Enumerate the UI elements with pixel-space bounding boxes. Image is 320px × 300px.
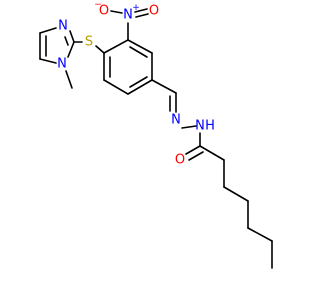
bond-ring-4-double xyxy=(129,76,148,88)
bond-ring-ch xyxy=(151,79,177,94)
bond-imid-n1-c5 xyxy=(39,58,57,64)
bond-n1-methyl xyxy=(65,70,73,89)
atom-nitro-o-minus: O xyxy=(99,4,109,19)
atom-imidazole-n1: N xyxy=(57,57,67,72)
atom-carbonyl-o: O xyxy=(175,153,185,168)
bond-carbonyl-o xyxy=(185,145,201,155)
atom-nitro-n: N xyxy=(123,8,133,23)
bond-nitro-o-minus xyxy=(110,10,123,14)
bond-imid-n3-c2-double xyxy=(64,36,69,46)
bond-ring-2-double xyxy=(129,46,148,58)
molecule-diagram: O − N + O S N N N N H O xyxy=(39,0,273,269)
atom-hydrazide-n: N xyxy=(195,119,205,134)
bond-imid-c4-n3 xyxy=(39,27,57,34)
structure-drawing: O − N + O S N N N N H O xyxy=(39,0,273,269)
bond-ring-1 xyxy=(103,39,129,54)
bond-nitro-o-double xyxy=(135,13,149,18)
bond-ring-4 xyxy=(127,79,153,95)
bond-imid-c2-n1 xyxy=(67,41,75,58)
bond-chain-5 xyxy=(247,227,273,242)
charge-nitro-n: + xyxy=(132,3,140,13)
charge-nitro-o-minus: − xyxy=(94,0,102,10)
bond-imid-n3-c2 xyxy=(69,30,75,43)
bond-nitro-o xyxy=(134,8,148,13)
atom-hydrazide-h: H xyxy=(205,119,215,134)
atom-imidazole-n3: N xyxy=(58,19,68,34)
bond-chain-3 xyxy=(223,186,249,202)
bond-n-nh xyxy=(181,125,197,129)
bond-ring-2 xyxy=(127,39,153,54)
atom-hydrazone-n: N xyxy=(171,113,181,128)
bond-ring-5 xyxy=(103,79,129,95)
bond-chain-1 xyxy=(199,145,225,161)
bond-s-aryl xyxy=(95,45,105,54)
bond-carbonyl-o-double xyxy=(188,151,204,161)
atom-thioether-s: S xyxy=(85,35,93,50)
atom-nitro-o: O xyxy=(149,4,159,19)
